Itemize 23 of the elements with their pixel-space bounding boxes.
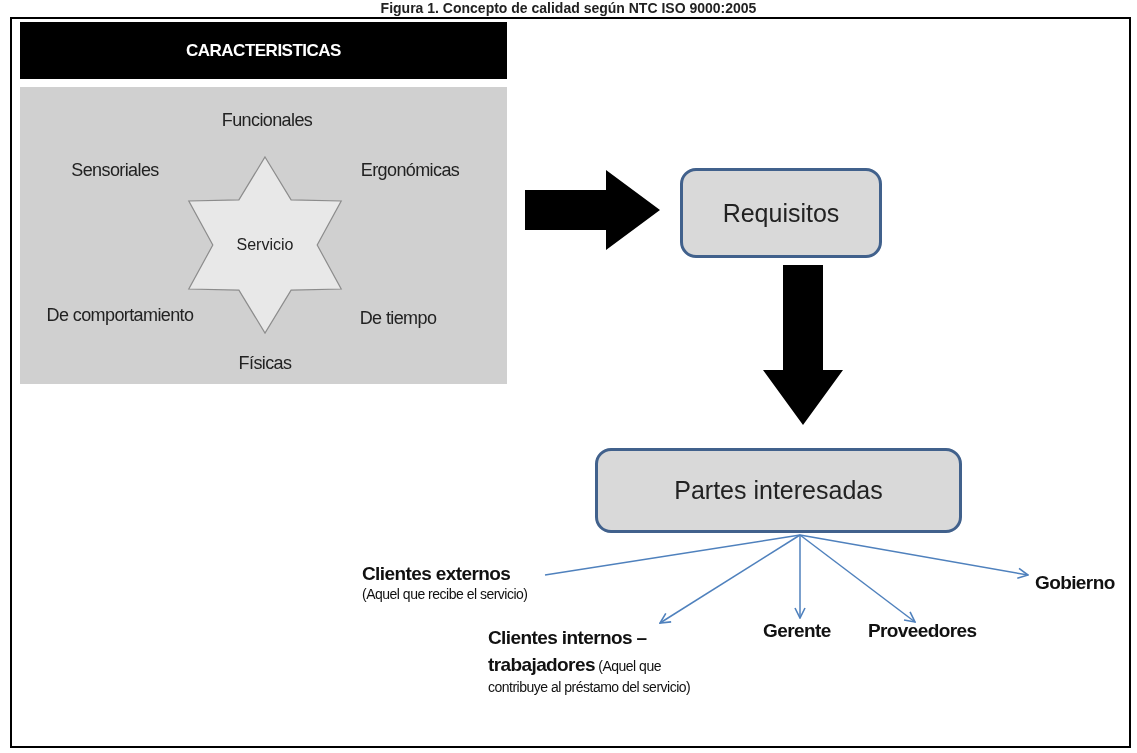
arrow bbox=[799, 534, 1029, 579]
figure-title: Figura 1. Concepto de calidad según NTC ISO 9000:2005 bbox=[379, 0, 758, 16]
arrow bbox=[799, 534, 916, 623]
star-label: Servicio bbox=[236, 236, 294, 254]
stakeholder-label: Clientes externos bbox=[362, 563, 512, 585]
arrow bbox=[794, 534, 806, 619]
heading-band: CARACTERISTICAS bbox=[20, 22, 507, 79]
characteristic-label: De comportamiento bbox=[46, 305, 194, 326]
characteristic-label: De tiempo bbox=[359, 308, 437, 329]
block-arrow bbox=[763, 265, 843, 425]
block-arrow bbox=[525, 170, 660, 250]
characteristic-label: Físicas bbox=[238, 353, 292, 374]
stakeholder-note: (Aquel que recibe el servicio) bbox=[362, 585, 529, 604]
rounded-box: Partes interesadas bbox=[595, 448, 962, 533]
characteristic-label: Ergonómicas bbox=[360, 160, 460, 181]
stakeholder-label: Gerente bbox=[763, 620, 831, 642]
stakeholder-label: Gobierno bbox=[1035, 572, 1115, 594]
rounded-box: Requisitos bbox=[680, 168, 882, 258]
arrow bbox=[659, 534, 801, 624]
characteristic-label: Sensoriales bbox=[71, 160, 159, 181]
stakeholder-label: Proveedores bbox=[868, 620, 977, 642]
stakeholder-text: Clientes internos – trabajadores (Aquel que contribuye al préstamo del servicio) bbox=[488, 626, 692, 698]
characteristic-label: Funcionales bbox=[221, 110, 313, 131]
